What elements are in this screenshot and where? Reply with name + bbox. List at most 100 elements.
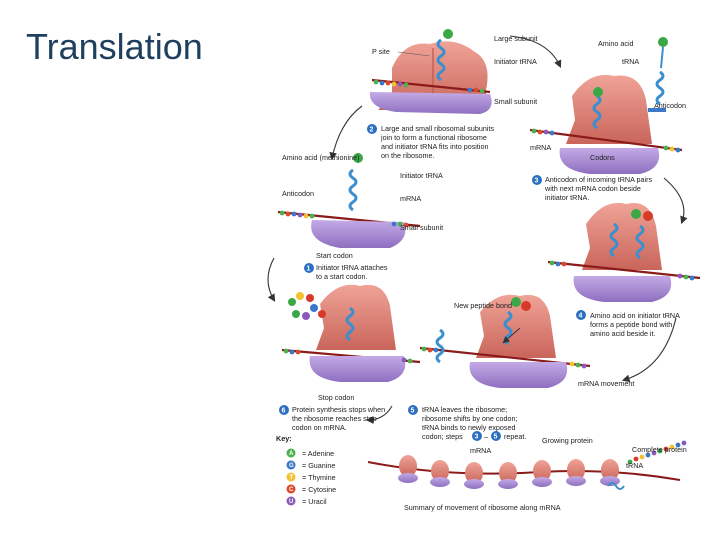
label-mrna-bottom: mRNA xyxy=(470,446,491,455)
step-5-ref-3: 3 xyxy=(475,434,479,441)
ribosome-incoming-trna xyxy=(529,37,683,174)
large-subunit xyxy=(566,74,652,144)
initiation-complex xyxy=(277,153,421,248)
initiator-trna xyxy=(436,29,453,82)
step-5-line-4: codon; steps xyxy=(422,432,463,441)
label-growing-protein: Growing protein xyxy=(542,436,593,445)
step-3-badge xyxy=(532,175,542,185)
cycle-arrows xyxy=(267,35,688,424)
small-subunit xyxy=(369,92,492,114)
step-6: 6 Protein synthesis stops when the ribos… xyxy=(279,405,385,432)
label-p-site: P site xyxy=(372,47,390,56)
key-letter-g: G xyxy=(289,463,294,469)
step-5-line-2: ribosome shifts by one codon; xyxy=(422,414,518,423)
step-6-line-1: Protein synthesis stops when xyxy=(292,405,385,414)
key-name-uracil: = Uracil xyxy=(302,497,327,506)
step-3-line-1: Anticodon of incoming tRNA pairs xyxy=(545,175,652,184)
label-small-subunit-top: Small subunit xyxy=(494,97,537,106)
label-stop-codon: Stop codon xyxy=(318,393,354,402)
key-name-adenine: = Adenine xyxy=(302,449,334,458)
key-name-guanine: = Guanine xyxy=(302,461,335,470)
step-3-line-3: initiator tRNA. xyxy=(545,193,589,202)
amino-acid-met xyxy=(353,153,363,163)
step-4-line-2: forms a peptide bond with xyxy=(590,320,672,329)
label-initiator-trna-left: Initiator tRNA xyxy=(400,171,443,180)
translocation-ribosome xyxy=(419,294,591,388)
key-name-thymine: = Thymine xyxy=(302,473,336,482)
small-subunit xyxy=(559,148,660,174)
key-letter-t: T xyxy=(290,475,294,481)
label-mrna-left: mRNA xyxy=(400,194,421,203)
label-amino-acid-top: Amino acid xyxy=(598,39,634,48)
key-item-guanine: G = Guanine xyxy=(286,460,335,470)
step-2-line-1: Large and small ribosomal subunits xyxy=(381,124,494,133)
codon-beads-top xyxy=(373,79,485,94)
step-5-ref-3-badge xyxy=(472,431,482,441)
label-start-codon: Start codon xyxy=(316,251,353,260)
key-letter-a: A xyxy=(289,451,294,457)
labels: P site Large subunit Initiator tRNA Smal… xyxy=(282,34,687,512)
step-5-badge xyxy=(408,405,418,415)
step-5-ref-5-badge xyxy=(491,431,501,441)
codon-beads-right xyxy=(531,128,681,153)
step-4: 4 Amino acid on initiator tRNA forms a p… xyxy=(576,310,680,338)
step-5-ref-5: 5 xyxy=(494,434,498,441)
step-2-line-3: and initiator tRNA fits into position xyxy=(381,142,488,151)
incoming-trna xyxy=(655,70,665,106)
initiator-trna xyxy=(348,168,358,212)
step-1-line-1: Initiator tRNA attaches xyxy=(316,263,388,272)
step-3-line-2: with next mRNA codon beside xyxy=(544,184,641,193)
ribosome-assembled-top xyxy=(369,29,492,114)
step-4-line-3: amino acid beside it. xyxy=(590,329,656,338)
step-6-line-3: codon on mRNA. xyxy=(292,423,347,432)
label-trna-bottom: tRNA xyxy=(626,461,643,470)
step-3: 3 Anticodon of incoming tRNA pairs with … xyxy=(532,175,652,202)
step-3-number: 3 xyxy=(535,178,539,185)
label-large-subunit: Large subunit xyxy=(494,34,538,43)
step-1: 1 Initiator tRNA attaches to a start cod… xyxy=(304,263,388,281)
step-2: 2 Large and small ribosomal subunits joi… xyxy=(367,124,494,160)
step-5-line-5: repeat. xyxy=(504,432,526,441)
label-anticodon-top: Anticodon xyxy=(654,101,686,110)
key-item-cytosine: C = Cytosine xyxy=(286,484,336,494)
label-summary: Summary of movement of ribosome along mR… xyxy=(404,503,561,512)
exiting-trna xyxy=(435,328,445,364)
key-legend: Key: A = Adenine G = Guanine T = Thymine… xyxy=(276,434,336,506)
label-small-subunit-left: Small subunit xyxy=(400,223,443,232)
key-name-cytosine: = Cytosine xyxy=(302,485,336,494)
step-4-line-1: Amino acid on initiator tRNA xyxy=(590,311,680,320)
amino-acid-met xyxy=(443,29,453,39)
termination-ribosome xyxy=(281,284,421,382)
key-item-uracil: U = Uracil xyxy=(286,496,327,506)
label-complete-protein: Complete protein xyxy=(632,445,687,454)
label-anticodon-left: Anticodon xyxy=(282,189,314,198)
step-5-dash: – xyxy=(484,432,488,441)
label-mrna-mid: mRNA xyxy=(530,143,551,152)
small-subunit xyxy=(311,220,406,248)
label-initiator-trna-top: Initiator tRNA xyxy=(494,57,537,66)
slide-title: Translation xyxy=(26,26,203,67)
label-new-peptide-bond: New peptide bond xyxy=(454,301,512,310)
label-mrna-movement: mRNA movement xyxy=(578,379,634,388)
step-5: 5 tRNA leaves the ribosome; ribosome shi… xyxy=(408,405,526,441)
step-2-line-4: on the ribosome. xyxy=(381,151,435,160)
step-4-badge xyxy=(576,310,586,320)
complete-protein-chain xyxy=(627,440,687,465)
step-5-line-3: tRNA binds to newly exposed xyxy=(422,423,516,432)
step-1-number: 1 xyxy=(307,266,311,273)
key-letter-c: C xyxy=(289,487,294,493)
key-title: Key: xyxy=(276,434,292,443)
step-6-line-2: the ribosome reaches stop xyxy=(292,414,377,423)
mrna-strand xyxy=(529,128,683,152)
released-protein-chain xyxy=(288,292,326,320)
step-2-number: 2 xyxy=(370,127,374,134)
label-codons: Codons xyxy=(590,153,615,162)
step-4-number: 4 xyxy=(579,313,583,320)
peptide-bond-ribosome xyxy=(547,202,701,302)
step-1-badge xyxy=(304,263,314,273)
step-1-line-2: to a start codon. xyxy=(316,272,368,281)
key-item-adenine: A = Adenine xyxy=(286,448,334,458)
key-item-thymine: T = Thymine xyxy=(286,472,336,482)
key-letter-u: U xyxy=(289,499,293,505)
